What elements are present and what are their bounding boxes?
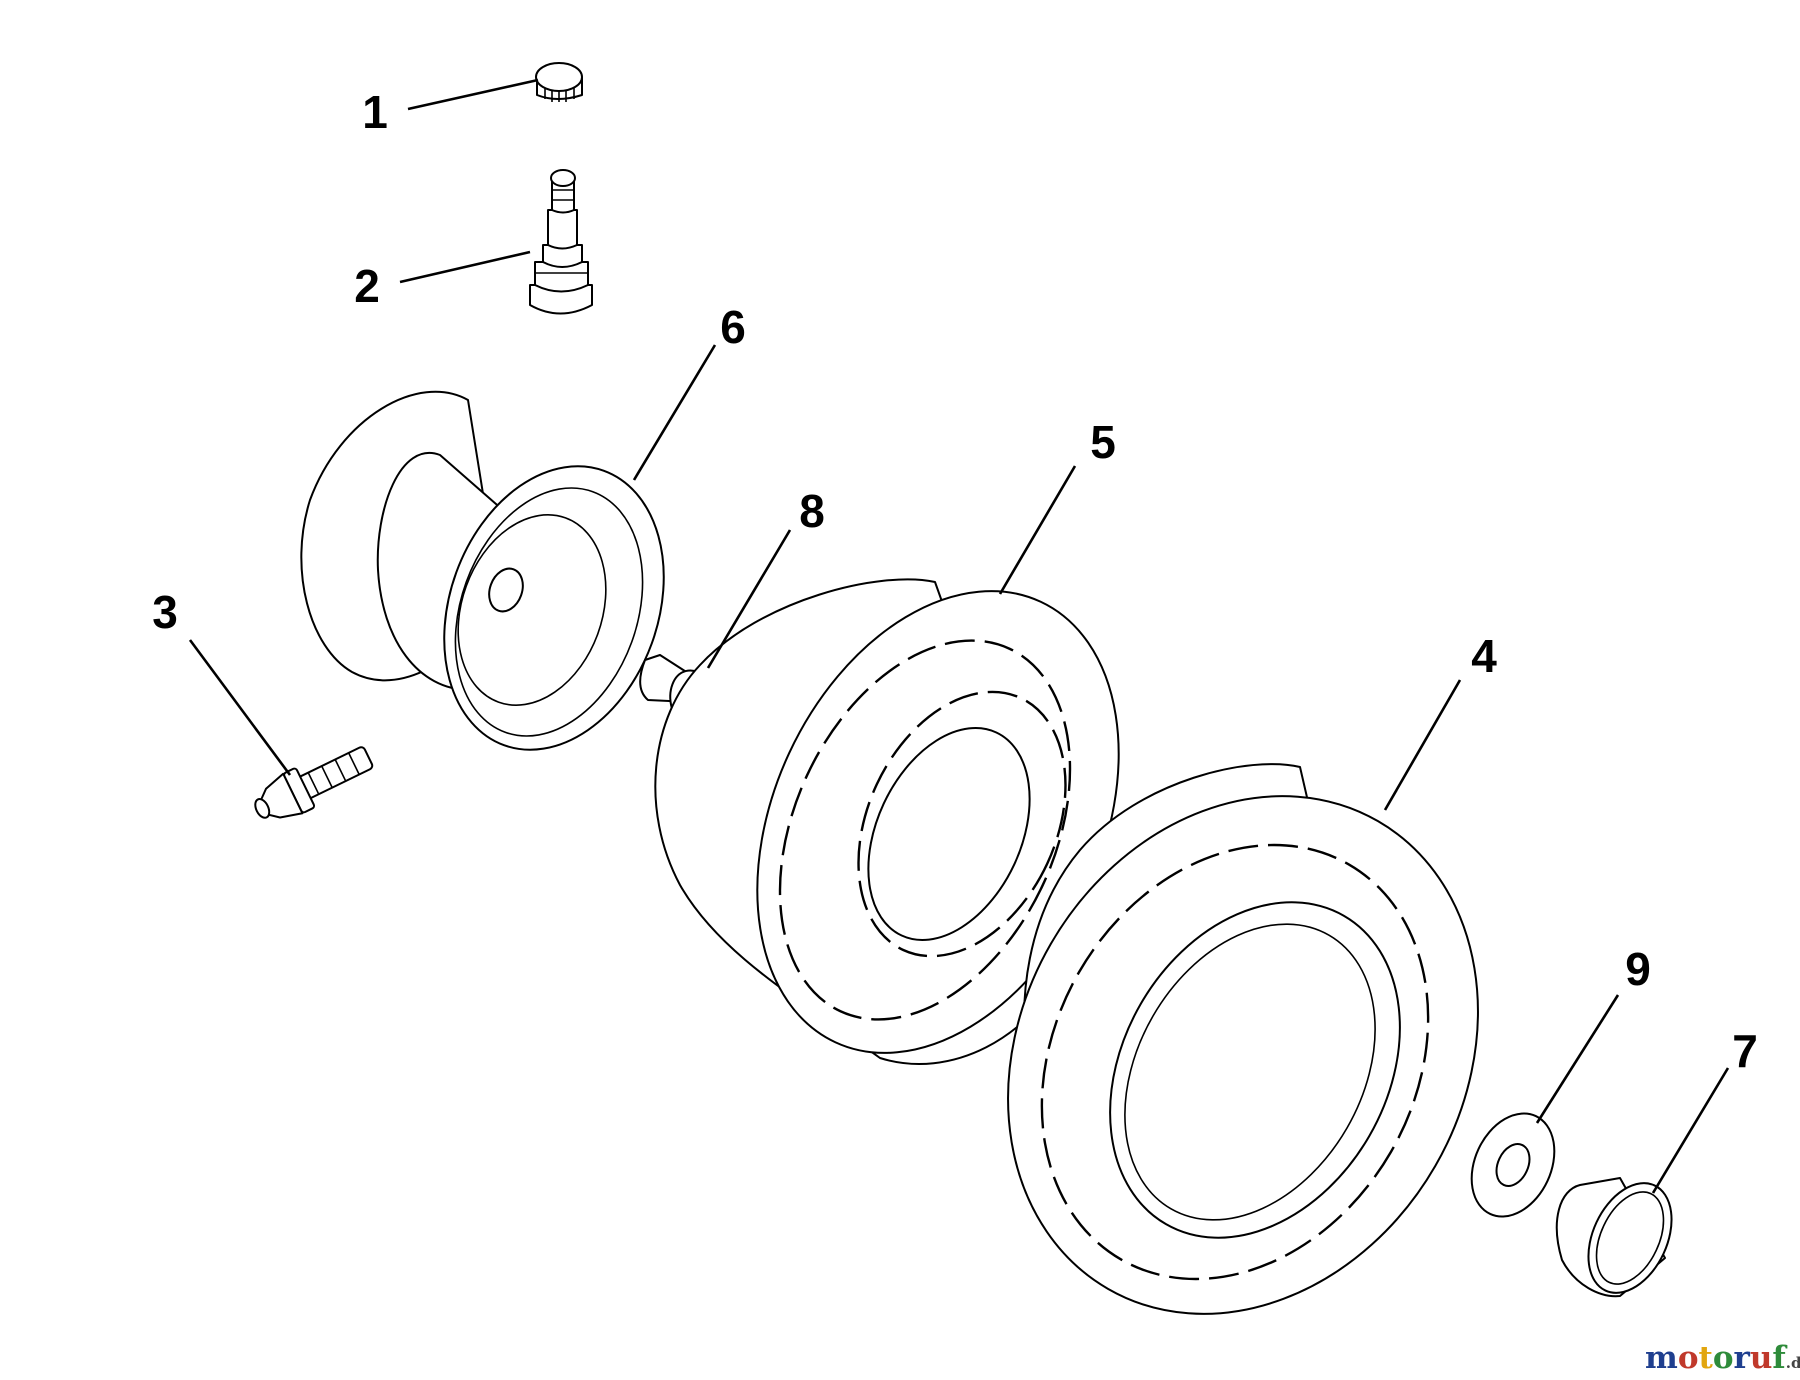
callout-labels: 1 2 3 6 8 5 4 9 7: [152, 86, 1758, 1077]
leader-5: [998, 465, 1077, 595]
part-3-grease-fitting: [254, 746, 374, 819]
callout-2: 2: [354, 260, 380, 312]
leader-2: [399, 250, 531, 284]
part-6-rim: [300, 390, 665, 751]
callout-9: 9: [1625, 943, 1651, 995]
leader-lines: [188, 78, 1730, 1194]
callout-5: 5: [1090, 416, 1116, 468]
leader-3: [188, 639, 292, 776]
leader-7: [1651, 1067, 1730, 1194]
callout-4: 4: [1471, 630, 1497, 682]
callout-1: 1: [362, 86, 388, 138]
callout-8: 8: [799, 485, 825, 537]
part-4-tire: [1007, 763, 1479, 1315]
leader-1: [407, 78, 539, 111]
part-7-bearing-cap: [1555, 1177, 1673, 1298]
part-5-tire: [654, 578, 1120, 1065]
watermark-logo: motoruf.de: [1645, 1340, 1800, 1376]
leader-4: [1383, 679, 1462, 811]
callout-3: 3: [152, 586, 178, 638]
leader-9: [1535, 994, 1620, 1124]
part-9-washer: [1470, 1112, 1556, 1218]
part-2-valve-stem: [529, 169, 593, 315]
callout-6: 6: [720, 301, 746, 353]
leader-6: [632, 344, 717, 481]
callout-7: 7: [1732, 1025, 1758, 1077]
part-1-valve-cap: [535, 62, 583, 102]
leader-8: [706, 529, 792, 669]
